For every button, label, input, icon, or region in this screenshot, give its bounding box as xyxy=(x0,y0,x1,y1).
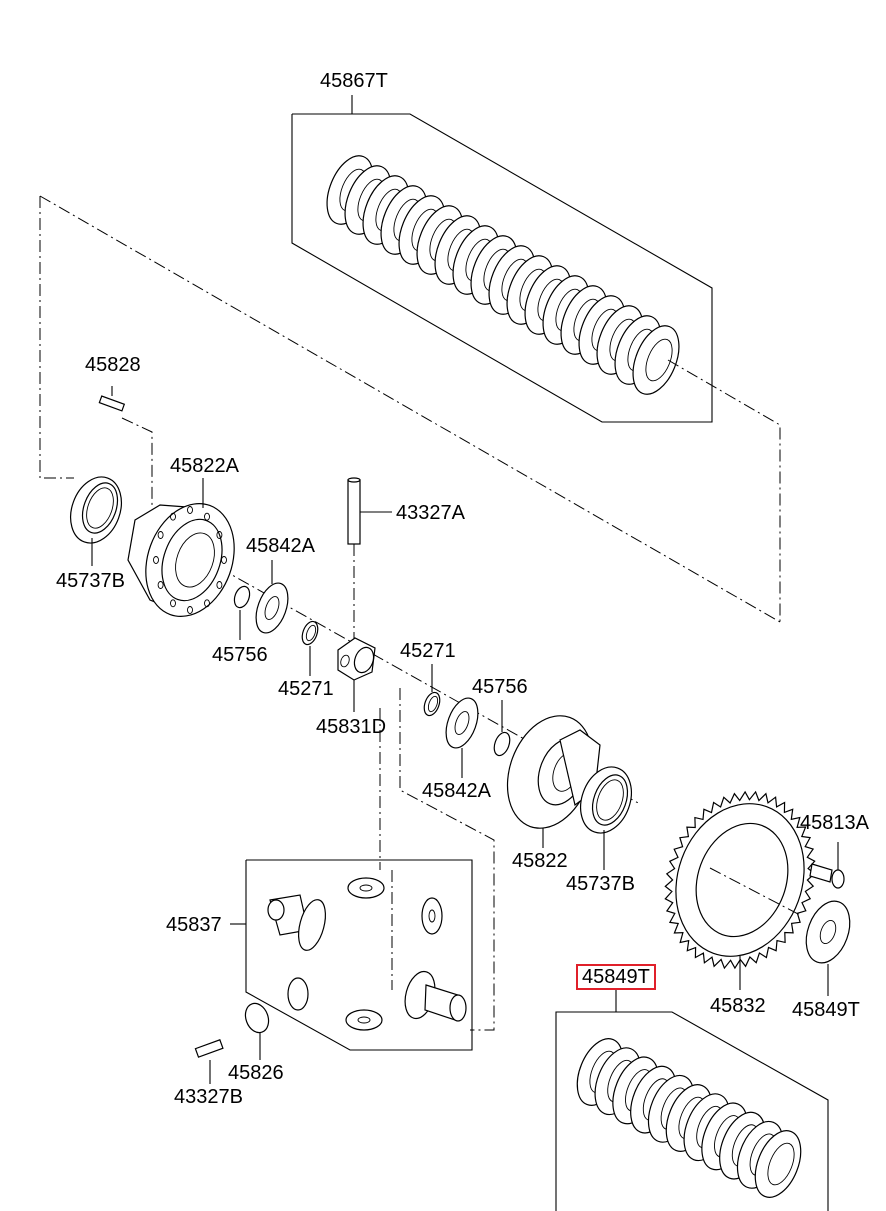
kit-box-45849T xyxy=(555,990,829,1211)
label-45737B-right: 45737B xyxy=(566,873,635,895)
label-45756-right: 45756 xyxy=(472,676,528,698)
label-45756-left: 45756 xyxy=(212,644,268,666)
bearing-45737B-right xyxy=(580,766,632,870)
bolt-hole xyxy=(153,556,159,564)
bolt-hole xyxy=(216,581,223,589)
bolt-hole xyxy=(221,556,227,564)
pinion-gear-left-small xyxy=(287,977,309,1011)
label-45271-right: 45271 xyxy=(400,640,456,662)
label-45837: 45837 xyxy=(166,914,222,936)
pinion-gear-top xyxy=(347,877,385,899)
clutch-disc xyxy=(767,1142,795,1186)
pinion-gear-bottom xyxy=(345,1009,383,1031)
label-45271-left: 45271 xyxy=(278,678,334,700)
washer-45826 xyxy=(244,1002,270,1060)
dashed-guide-left xyxy=(39,196,74,479)
clutch-plate-stack-bottom xyxy=(576,1038,802,1198)
bolt-hole xyxy=(204,599,210,608)
washer-45271-right xyxy=(423,664,441,717)
bolt-hole xyxy=(170,512,176,521)
diff-case-45822A xyxy=(127,478,235,617)
label-45849T-highlighted[interactable]: 45849T xyxy=(576,964,656,990)
label-45737B-left: 45737B xyxy=(56,570,125,592)
bolt-hole xyxy=(204,512,210,521)
label-45842A-top: 45842A xyxy=(246,535,315,557)
label-45842A-bottom: 45842A xyxy=(422,780,491,802)
bolt-hole xyxy=(157,581,164,589)
bolt-hole xyxy=(157,531,164,539)
label-45832: 45832 xyxy=(710,995,766,1017)
thrust-washer-45842A-bottom xyxy=(445,697,479,778)
washer-45271-left xyxy=(301,620,319,676)
label-45822: 45822 xyxy=(512,850,568,872)
pinion-gear-right xyxy=(421,897,443,935)
label-45813A: 45813A xyxy=(800,812,869,834)
label-43327B: 43327B xyxy=(174,1086,243,1108)
pin-45828 xyxy=(98,386,153,508)
label-43327A: 43327A xyxy=(396,502,465,524)
bolt-hole xyxy=(216,531,223,539)
clutch-disc xyxy=(632,325,680,395)
label-45826: 45826 xyxy=(228,1062,284,1084)
clutch-disc xyxy=(645,338,673,382)
snap-ring-45756-right xyxy=(493,700,511,757)
bolt-45813A xyxy=(809,842,845,889)
bolt-hole xyxy=(187,606,193,614)
pin-43327B xyxy=(194,1039,224,1084)
clutch-plate-stack-top xyxy=(326,155,680,395)
snap-ring-45756-left xyxy=(233,585,251,640)
bearing-45737B-left xyxy=(70,476,122,566)
label-45831D: 45831D xyxy=(316,716,387,738)
kit-box-45867T xyxy=(291,95,713,423)
label-45828: 45828 xyxy=(85,354,141,376)
bolt-hole xyxy=(170,599,176,608)
bolt-hole xyxy=(187,506,193,514)
spider-45831D xyxy=(337,637,376,712)
side-gear-right xyxy=(404,970,467,1022)
side-gear-left xyxy=(267,894,327,951)
label-45822A: 45822A xyxy=(170,455,239,477)
ring-gear-45832 xyxy=(664,790,816,990)
thrust-washer-45842A-top xyxy=(255,560,289,634)
label-45849T: 45849T xyxy=(792,999,860,1021)
kit-box-45837 xyxy=(230,859,473,1051)
shim-45849T xyxy=(805,900,851,996)
shaft-43327A xyxy=(347,477,392,640)
label-45867T: 45867T xyxy=(320,70,388,92)
clutch-disc xyxy=(754,1130,802,1198)
